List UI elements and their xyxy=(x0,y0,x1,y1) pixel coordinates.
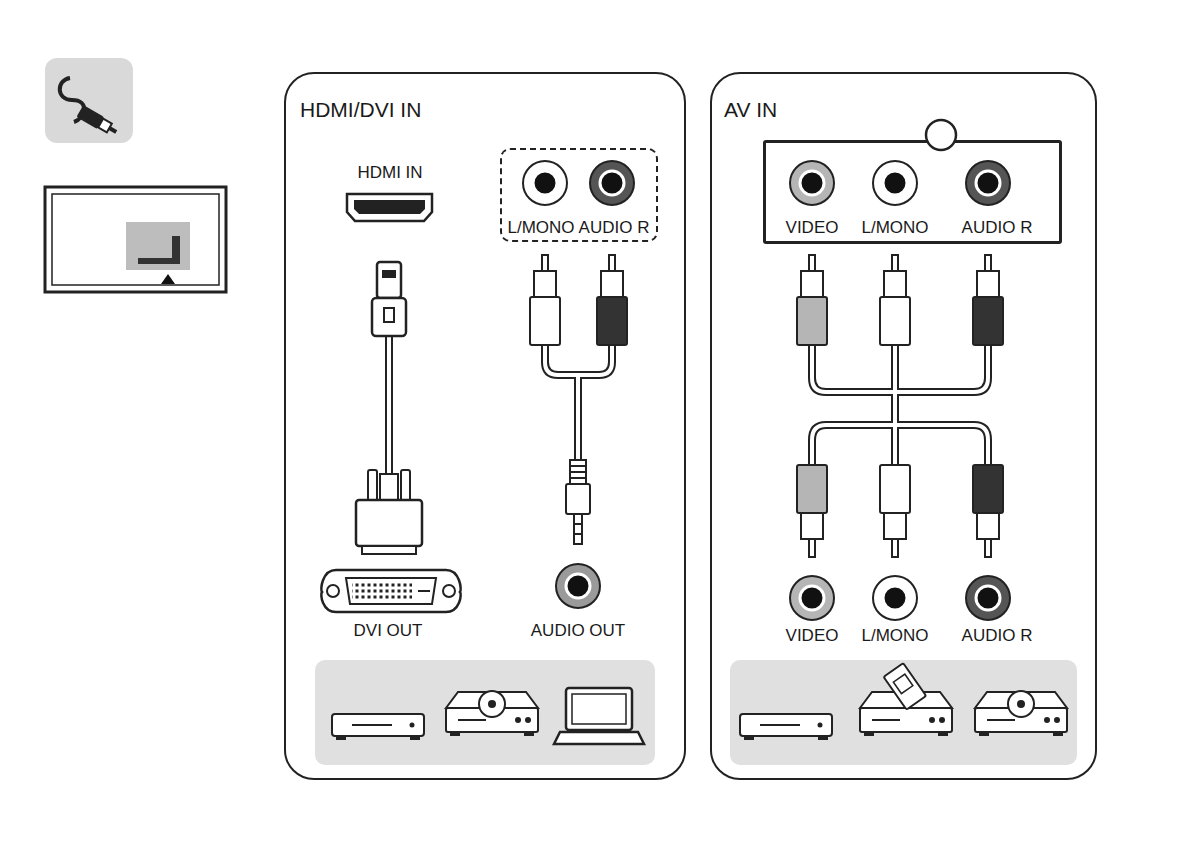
port-label: L/MONO xyxy=(861,627,928,646)
panel-heading: HDMI/DVI IN xyxy=(300,98,421,121)
port-label: DVI OUT xyxy=(354,622,423,641)
audio-y-cable xyxy=(530,255,627,608)
device-band xyxy=(730,660,1077,765)
port-label: VIDEO xyxy=(786,219,839,238)
av-input-group: VIDEO L/MONO AUDIO R xyxy=(763,140,1062,244)
port-label: AUDIO OUT xyxy=(531,622,625,641)
port-label: AUDIO R xyxy=(579,219,650,238)
port-label: AUDIO R xyxy=(962,627,1033,646)
connection-panel: HDMI/DVI IN L/MONO AUDIO R xyxy=(284,72,686,780)
port-label: L/MONO xyxy=(861,219,928,238)
dvi-port xyxy=(321,570,460,612)
port-label: HDMI IN xyxy=(357,164,422,183)
connection-panel: AV IN VIDEO L/MONO AUDIO R xyxy=(710,72,1097,780)
tv-rear-icon xyxy=(45,187,226,292)
av-jacks xyxy=(790,161,1010,205)
hdmi-cable xyxy=(372,262,406,474)
port-label: L/MONO xyxy=(507,219,574,238)
cable-icon xyxy=(45,58,133,143)
port-label: VIDEO xyxy=(786,627,839,646)
audio-input-group: L/MONO AUDIO R xyxy=(500,148,658,242)
port-label: AUDIO R xyxy=(962,219,1033,238)
device-band xyxy=(315,660,655,765)
audio-jacks xyxy=(523,161,634,205)
dvi-plug xyxy=(356,470,422,554)
hdmi-port xyxy=(347,194,432,221)
panel-heading: AV IN xyxy=(724,98,777,121)
av-cable xyxy=(790,255,1010,620)
